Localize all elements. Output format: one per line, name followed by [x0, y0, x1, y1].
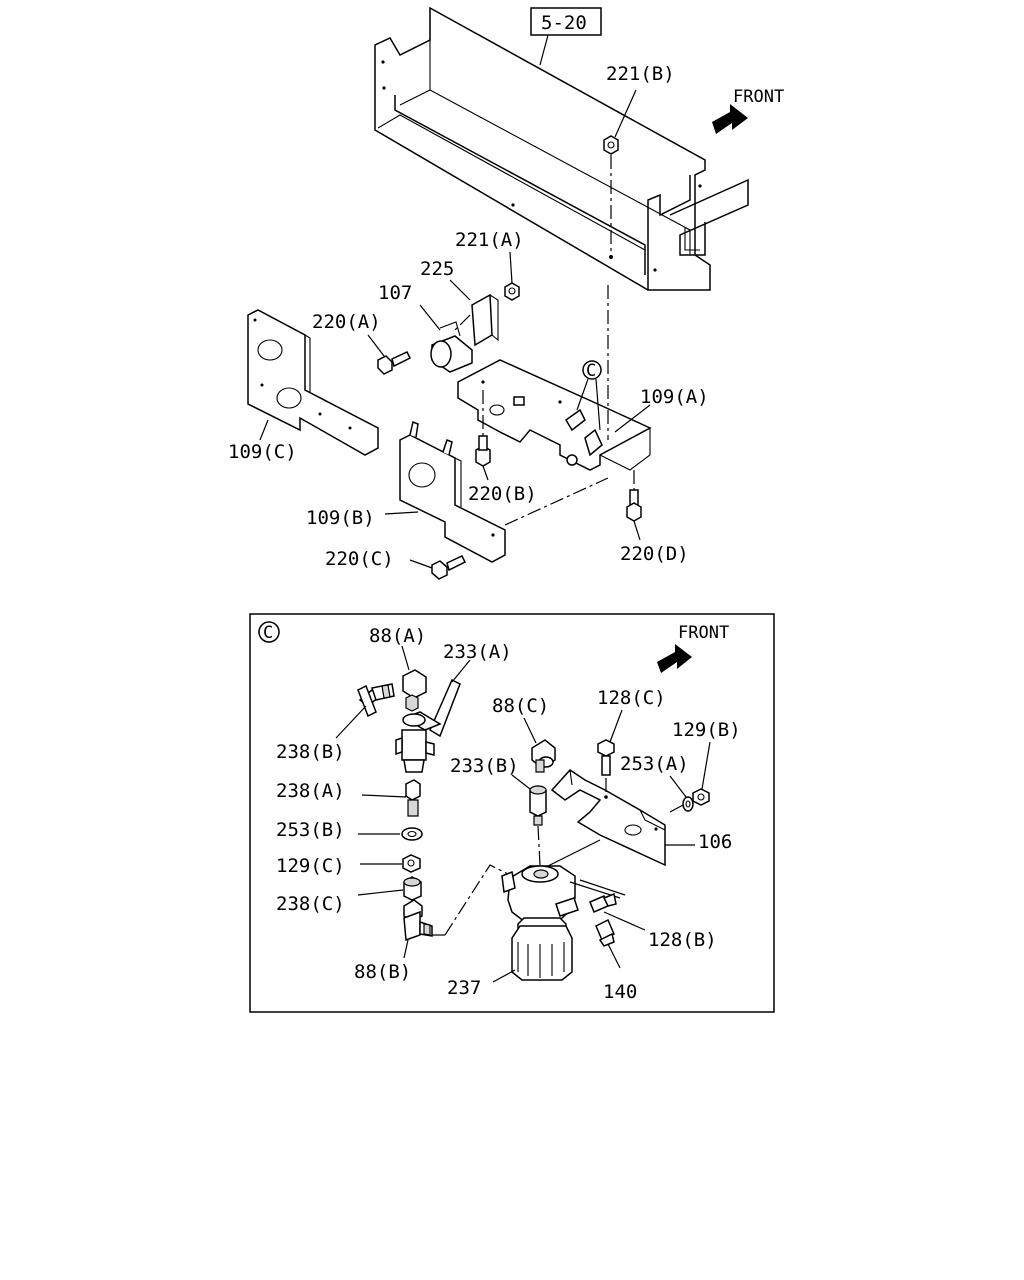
ref-box: 5-20	[530, 7, 602, 66]
bolt-128c: 128(C)	[597, 687, 666, 798]
elbow-88c: 88(C)	[492, 695, 556, 773]
relay-107: 107	[378, 282, 473, 373]
bracket-109a: 109(A)	[457, 359, 709, 471]
label-253b: 253(B)	[276, 819, 345, 841]
nut-221b: 221(B)	[603, 63, 675, 155]
label-106: 106	[698, 831, 732, 853]
washer-253a: 253(A)	[620, 753, 694, 813]
bracket-225: 225	[420, 258, 499, 347]
filter-237: 237	[447, 865, 579, 999]
plug-140: 140	[595, 918, 637, 1003]
label-237: 237	[447, 977, 481, 999]
label-225: 225	[420, 258, 454, 280]
label-238a: 238(A)	[276, 780, 345, 802]
front-label-top: FRONT	[733, 87, 784, 107]
detail-marker-box-label: C	[263, 623, 273, 643]
label-128b: 128(B)	[648, 929, 717, 951]
plate-109b: 109(B)	[306, 420, 609, 563]
nut-221a: 221(A)	[455, 229, 524, 301]
bolt-220d: 220(D)	[620, 470, 689, 565]
front-arrow-detail: FRONT	[657, 623, 729, 673]
front-arrow-top: FRONT	[712, 87, 784, 134]
fitting-238a: 238(A)	[276, 779, 421, 817]
label-233b: 233(B)	[450, 755, 519, 777]
plate-109c: 109(C)	[228, 309, 379, 463]
bolt-220a: 220(A)	[312, 311, 412, 375]
label-253a: 253(A)	[620, 753, 689, 775]
label-129b: 129(B)	[672, 719, 741, 741]
elbow-238b: 238(B)	[276, 683, 395, 763]
label-220d: 220(D)	[620, 543, 689, 565]
fitting-233b: 233(B)	[450, 755, 547, 866]
label-88c: 88(C)	[492, 695, 549, 717]
elbow-88b: 88(B)	[354, 899, 433, 983]
bracket-106: 106	[539, 769, 732, 871]
label-238c: 238(C)	[276, 893, 345, 915]
label-221b: 221(B)	[606, 63, 675, 85]
bolt-220c: 220(C)	[325, 548, 467, 580]
label-88b: 88(B)	[354, 961, 411, 983]
banjo-233a: 233(A)	[395, 641, 512, 773]
ref-box-label: 5-20	[541, 12, 587, 34]
label-128c: 128(C)	[597, 687, 666, 709]
fitting-88a: 88(A)	[369, 625, 427, 712]
label-109b: 109(B)	[306, 507, 375, 529]
nut-129c: 129(C)	[276, 854, 421, 877]
detail-marker-main: C	[565, 360, 603, 466]
detail-c-frame: C	[249, 613, 775, 1013]
label-88a-text: 88(A)	[369, 625, 426, 647]
label-220c: 220(C)	[325, 548, 394, 570]
battery-box-tray	[374, 6, 749, 291]
label-221a: 221(A)	[455, 229, 524, 251]
label-109a: 109(A)	[640, 386, 709, 408]
label-109c: 109(C)	[228, 441, 297, 463]
bolt-220b: 220(B)	[468, 390, 537, 505]
label-220a: 220(A)	[312, 311, 381, 333]
label-233a: 233(A)	[443, 641, 512, 663]
bolt-128b: 128(B)	[569, 879, 717, 951]
label-129c: 129(C)	[276, 855, 345, 877]
washer-253b: 253(B)	[276, 819, 423, 841]
fitting-238c: 238(C)	[276, 876, 422, 915]
label-107: 107	[378, 282, 412, 304]
front-label-detail: FRONT	[678, 623, 729, 643]
label-220b: 220(B)	[468, 483, 537, 505]
label-140: 140	[603, 981, 637, 1003]
label-238b: 238(B)	[276, 741, 345, 763]
detail-marker-main-label: C	[586, 361, 596, 381]
